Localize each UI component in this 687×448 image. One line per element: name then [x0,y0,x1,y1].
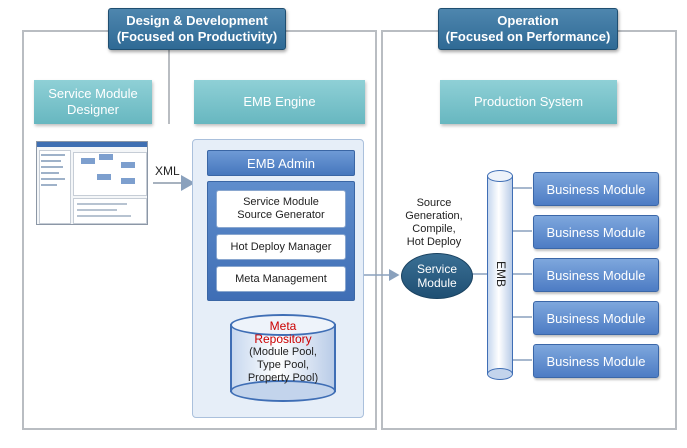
emb-bus-label: EMB [494,260,508,287]
source-generator-box: Service Module Source Generator [216,190,346,228]
meta-repository-details: (Module Pool, Type Pool, Property Pool) [247,346,319,384]
hot-deploy-manager-box: Hot Deploy Manager [216,234,346,260]
designer-screenshot [36,141,148,225]
source-generation-label: Source Generation, Compile, Hot Deploy [405,197,463,248]
production-system-box: Production System [440,80,617,124]
business-module-3: Business Module [533,258,659,292]
xml-label: XML [155,164,180,178]
design-development-header: Design & Development (Focused on Product… [108,8,286,50]
meta-management-box: Meta Management [216,266,346,292]
emb-engine-box: EMB Engine [194,80,365,124]
meta-repository-title: Meta Repository [254,319,312,346]
business-module-4: Business Module [533,301,659,335]
design-divider [168,32,170,124]
service-module-node: Service Module [401,253,473,299]
business-module-5: Business Module [533,344,659,378]
business-module-2: Business Module [533,215,659,249]
service-module-designer-box: Service Module Designer [34,80,152,124]
business-module-1: Business Module [533,172,659,206]
emb-admin-bar: EMB Admin [207,150,355,176]
emb-bus [487,170,513,380]
meta-repository-cylinder [230,314,336,402]
operation-header: Operation (Focused on Performance) [438,8,618,50]
